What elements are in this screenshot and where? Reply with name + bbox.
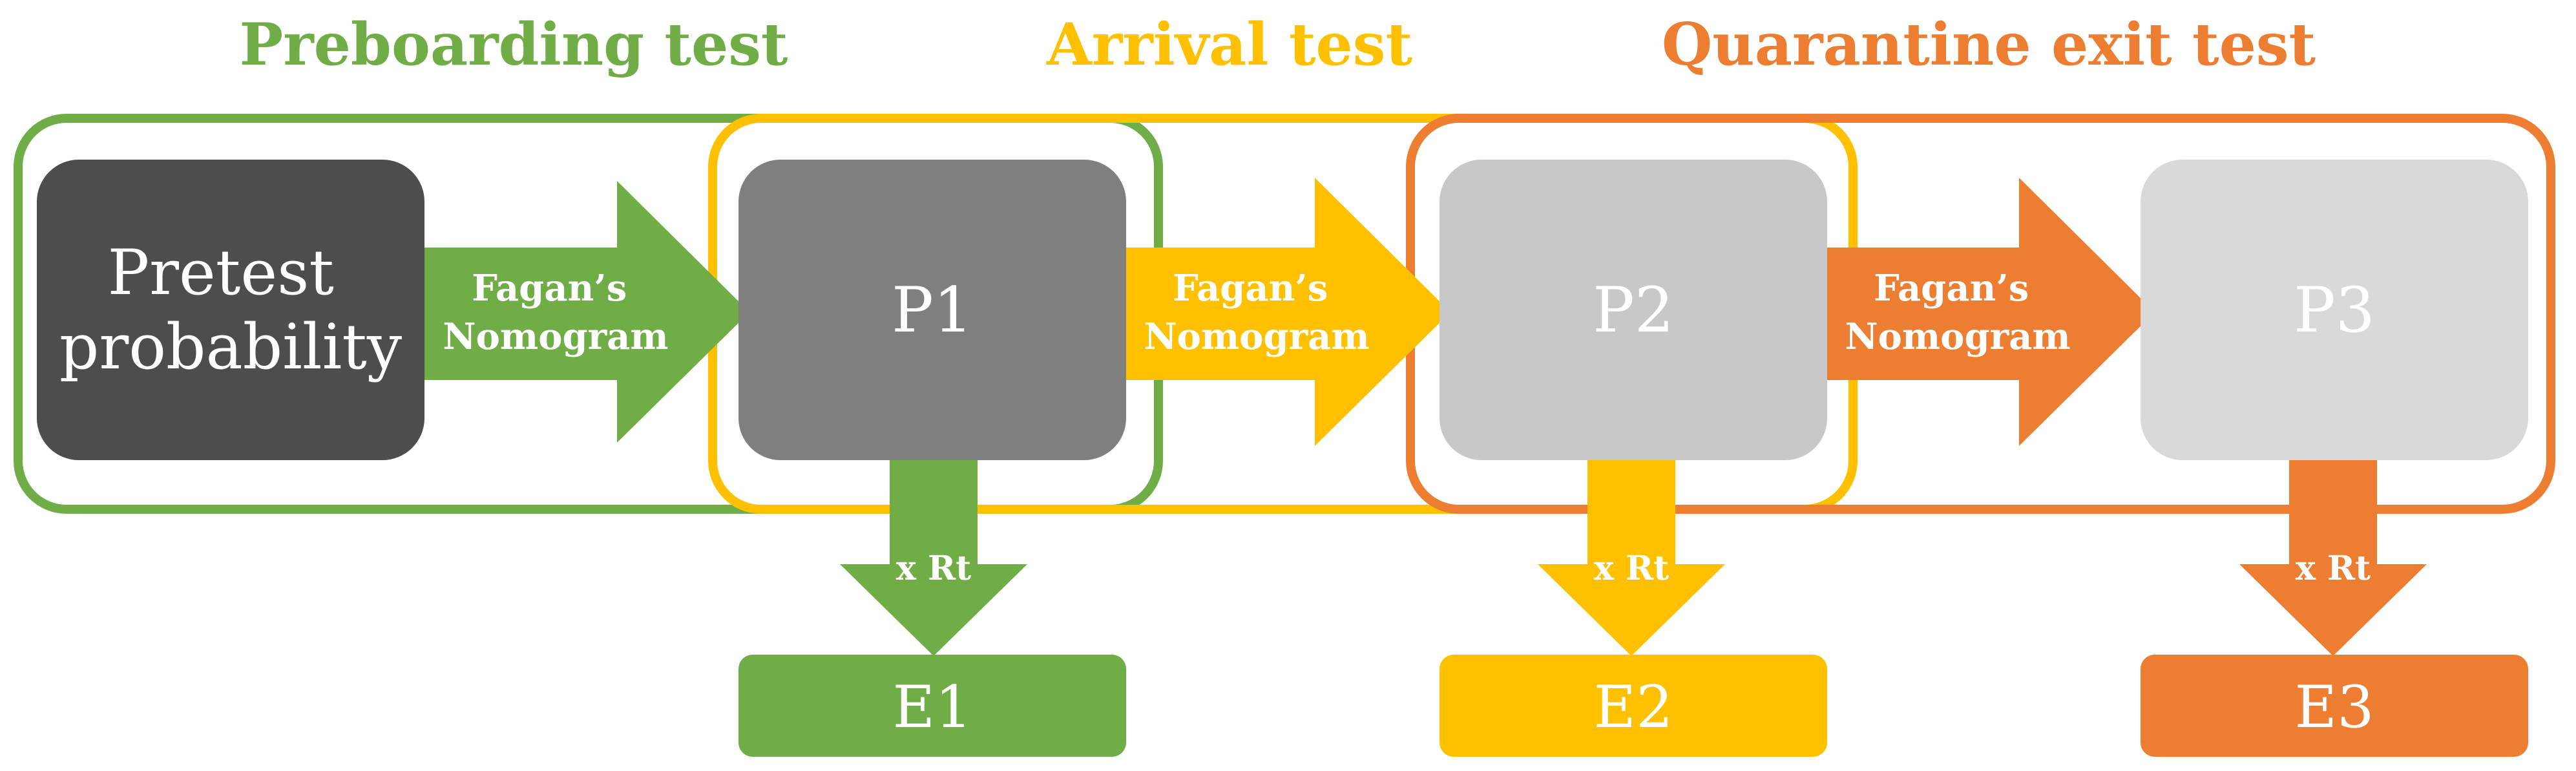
stage-title-quarantine-exit: Quarantine exit test: [1662, 10, 2316, 79]
fagan-arrow-3: [1825, 178, 2155, 446]
fagan-label-3: Fagan’s Nomogram: [1845, 267, 2070, 358]
output-e3-label: E3: [2295, 673, 2374, 741]
output-e3: [2141, 655, 2528, 757]
stage-title-preboarding: Preboarding test: [240, 10, 788, 79]
stage-title-arrival: Arrival test: [1046, 10, 1412, 79]
rt-arrow-2: [1538, 452, 1725, 656]
node-p1: [738, 160, 1126, 460]
rt-label-1: x Rt: [896, 549, 971, 588]
fagan-arrow-2: [1124, 178, 1450, 446]
output-e2: [1440, 655, 1827, 757]
fagan-label-2: Fagan’s Nomogram: [1144, 267, 1369, 358]
node-pretest-probability: [37, 160, 424, 460]
node-p2-label: P2: [1593, 274, 1674, 346]
node-p1-label: P1: [892, 274, 973, 346]
rt-label-3: x Rt: [2296, 549, 2371, 588]
fagan-label-1: Fagan’s Nomogram: [443, 267, 668, 358]
output-e1: [738, 655, 1126, 757]
output-e2-label: E2: [1594, 673, 1673, 741]
node-p2: [1440, 160, 1827, 460]
node-p3-label: P3: [2294, 274, 2375, 346]
rt-label-2: x Rt: [1594, 549, 1669, 588]
output-e1-label: E1: [893, 673, 972, 741]
fagan-arrow-1: [423, 181, 749, 443]
rt-arrow-3: [2239, 452, 2427, 656]
node-p3: [2141, 160, 2528, 460]
node-pretest-label: Pretest probability: [59, 237, 402, 383]
rt-arrow-1: [840, 452, 1027, 656]
